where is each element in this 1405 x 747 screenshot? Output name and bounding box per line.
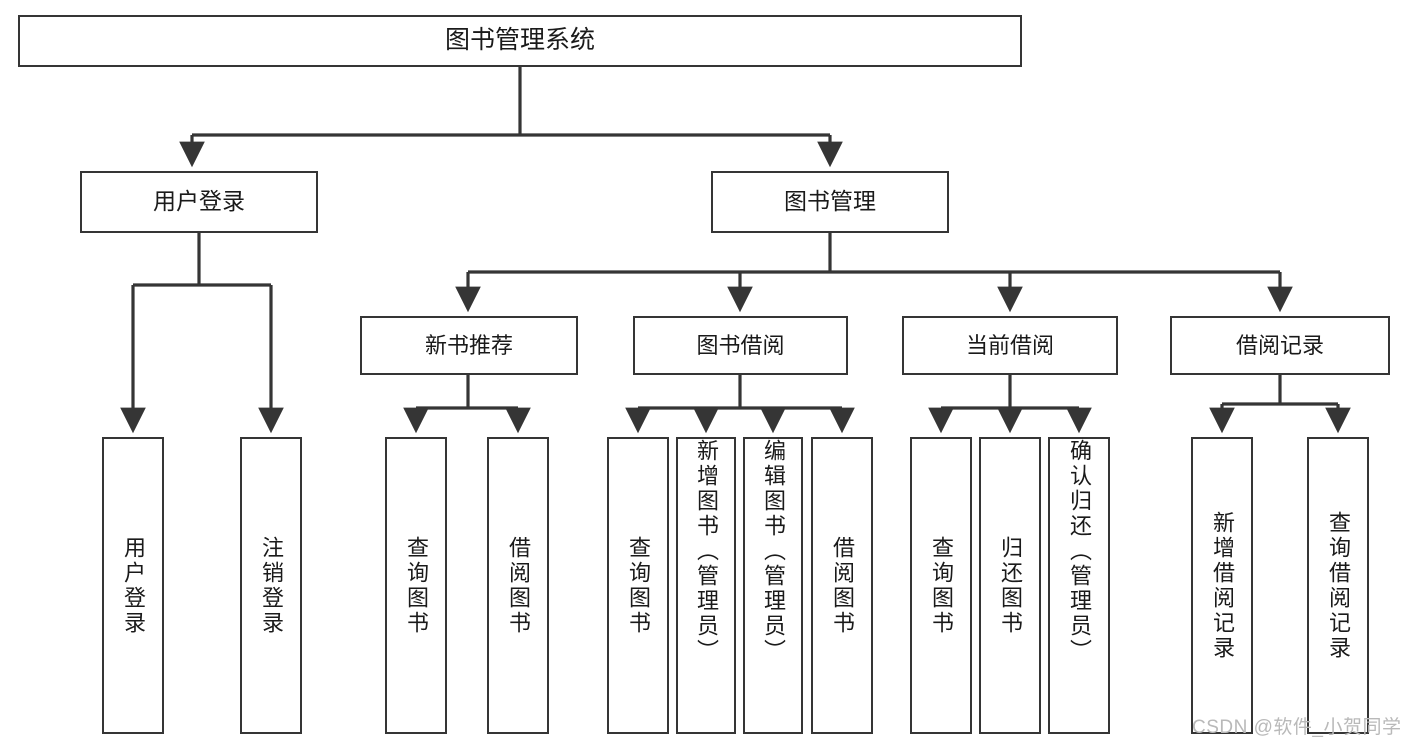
node-user-login-label: 用户登录 — [153, 188, 245, 215]
node-new-book-recommend-label: 新书推荐 — [424, 332, 513, 358]
leaf-confirm-return-admin-label: 确认归还（管理员） — [1067, 439, 1092, 664]
node-root-label: 图书管理系统 — [444, 26, 595, 55]
leaf-edit-book-admin[interactable]: 编辑图书（管理员） — [743, 437, 803, 734]
leaf-query-borrow-record-label: 查询借阅记录 — [1326, 510, 1351, 661]
leaf-user-login[interactable]: 用户登录 — [102, 437, 164, 734]
node-root[interactable]: 图书管理系统 — [18, 15, 1022, 67]
leaf-query-book-2-label: 查询图书 — [626, 535, 651, 636]
node-borrow-record-label: 借阅记录 — [1235, 332, 1324, 358]
leaf-logout-login-label: 注销登录 — [259, 535, 284, 636]
leaf-return-book[interactable]: 归还图书 — [979, 437, 1041, 734]
leaf-confirm-return-admin[interactable]: 确认归还（管理员） — [1048, 437, 1110, 734]
leaf-query-book-1[interactable]: 查询图书 — [385, 437, 447, 734]
node-current-borrow-label: 当前借阅 — [965, 332, 1054, 358]
leaf-edit-book-admin-label: 编辑图书（管理员） — [761, 439, 786, 664]
leaf-return-book-label: 归还图书 — [998, 535, 1023, 636]
leaf-query-borrow-record[interactable]: 查询借阅记录 — [1307, 437, 1369, 734]
node-book-borrow[interactable]: 图书借阅 — [633, 316, 848, 375]
leaf-borrow-book-2[interactable]: 借阅图书 — [811, 437, 873, 734]
node-borrow-record[interactable]: 借阅记录 — [1170, 316, 1390, 375]
node-book-borrow-label: 图书借阅 — [696, 332, 785, 358]
node-book-manage-label: 图书管理 — [784, 188, 876, 215]
leaf-user-login-label: 用户登录 — [121, 535, 146, 636]
node-book-manage[interactable]: 图书管理 — [711, 171, 949, 233]
leaf-borrow-book-1-label: 借阅图书 — [506, 535, 531, 636]
leaf-borrow-book-1[interactable]: 借阅图书 — [487, 437, 549, 734]
leaf-logout-login[interactable]: 注销登录 — [240, 437, 302, 734]
leaf-add-book-admin-label: 新增图书（管理员） — [694, 439, 719, 664]
leaf-borrow-book-2-label: 借阅图书 — [830, 535, 855, 636]
node-current-borrow[interactable]: 当前借阅 — [902, 316, 1118, 375]
node-user-login[interactable]: 用户登录 — [80, 171, 318, 233]
leaf-add-borrow-record[interactable]: 新增借阅记录 — [1191, 437, 1253, 734]
node-new-book-recommend[interactable]: 新书推荐 — [360, 316, 578, 375]
leaf-query-book-1-label: 查询图书 — [404, 535, 429, 636]
leaf-query-book-3-label: 查询图书 — [929, 535, 954, 636]
leaf-add-book-admin[interactable]: 新增图书（管理员） — [676, 437, 736, 734]
leaf-add-borrow-record-label: 新增借阅记录 — [1210, 510, 1235, 661]
leaf-query-book-2[interactable]: 查询图书 — [607, 437, 669, 734]
leaf-query-book-3[interactable]: 查询图书 — [910, 437, 972, 734]
